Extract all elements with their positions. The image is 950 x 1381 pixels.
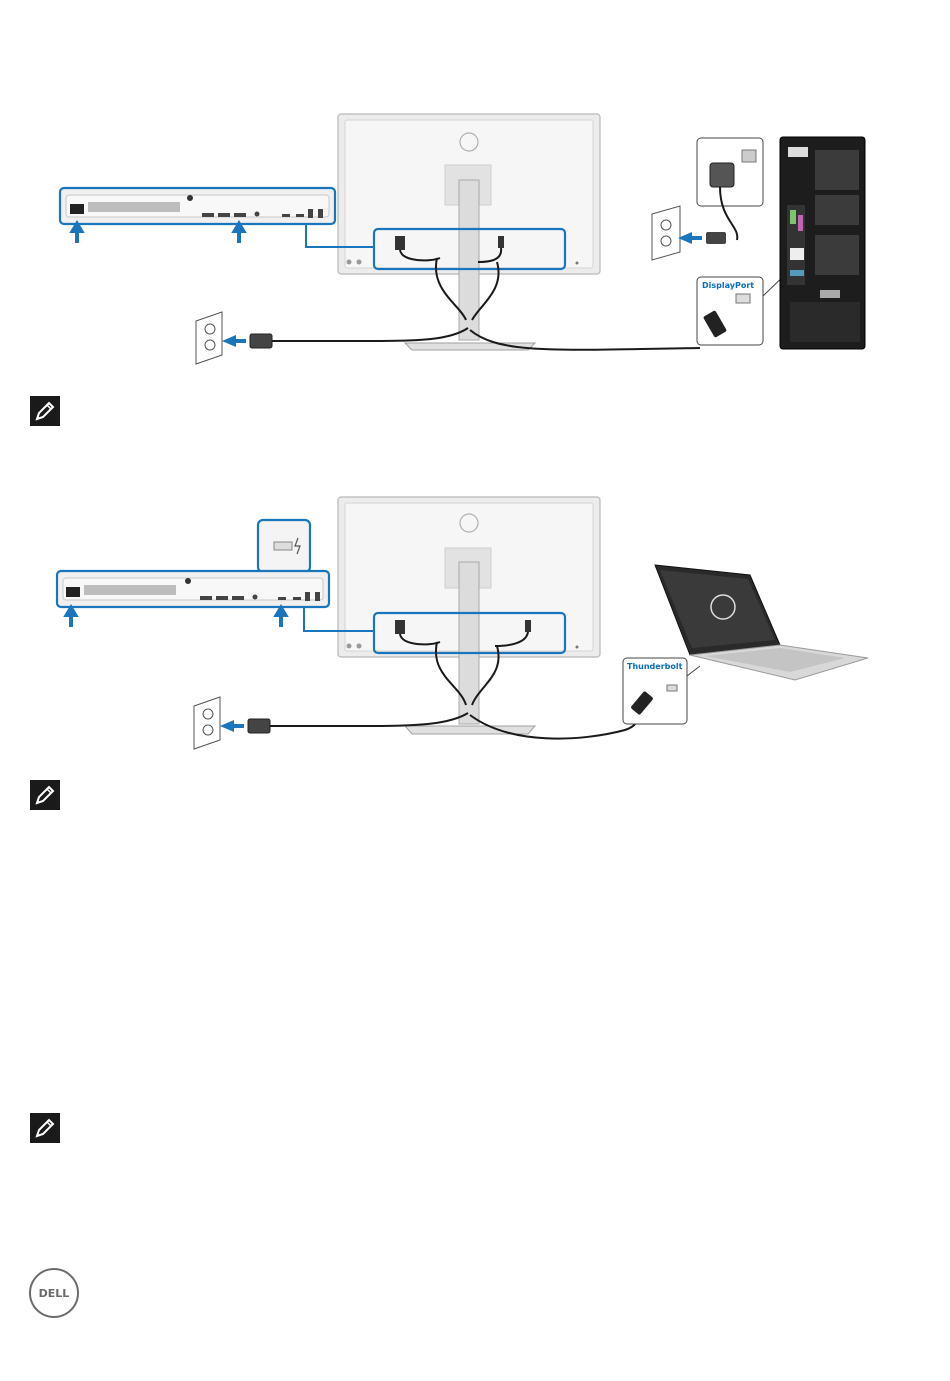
dell-logo-icon: DELL bbox=[28, 1267, 80, 1319]
pencil-note-icon bbox=[30, 780, 60, 810]
displayport-label: DisplayPort bbox=[702, 281, 754, 290]
figure-thunderbolt-connection: Thunderbolt bbox=[0, 480, 950, 770]
figure-displayport-illustration bbox=[0, 0, 950, 380]
figure-thunderbolt-illustration bbox=[0, 480, 950, 770]
figure-displayport-connection: DisplayPort bbox=[0, 0, 950, 380]
pencil-note-icon bbox=[30, 1113, 60, 1143]
thunderbolt-label: Thunderbolt bbox=[627, 662, 682, 671]
dell-logo-text: DELL bbox=[39, 1287, 70, 1300]
pencil-note-icon bbox=[30, 396, 60, 426]
